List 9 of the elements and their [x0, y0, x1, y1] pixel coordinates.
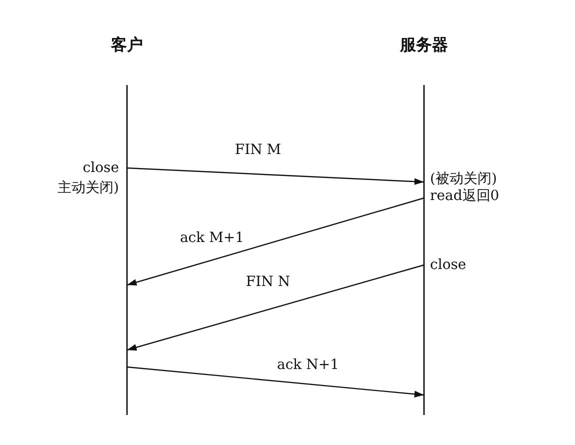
- message-arrow: [126, 197, 424, 286]
- participant-label: 客户: [110, 35, 144, 56]
- annotation-text: (被动关闭): [428, 171, 499, 188]
- annotation-text: read返回0: [428, 188, 502, 205]
- message-arrow: [126, 167, 424, 185]
- annotation-text: 主动关闭): [56, 180, 121, 197]
- message-arrow: [126, 366, 424, 398]
- participant-label: 服务器: [398, 35, 449, 56]
- message-arrow: [126, 264, 424, 351]
